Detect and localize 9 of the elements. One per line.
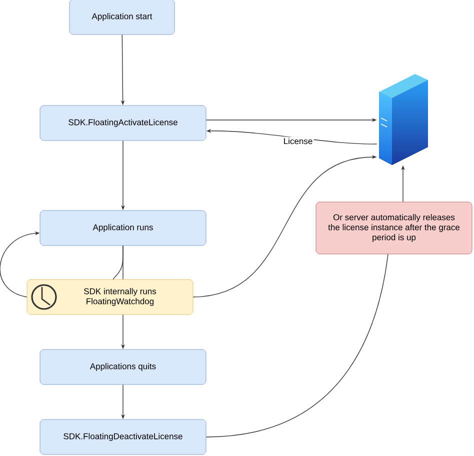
process-box: Application runs	[40, 210, 206, 246]
edge-label: License	[282, 136, 314, 146]
process-box: SDK.FloatingActivateLicense	[40, 105, 206, 141]
process-box: SDK internally runs FloatingWatchdog	[26, 279, 194, 315]
server-drawing	[379, 74, 428, 165]
process-box: Applications quits	[40, 349, 206, 385]
process-box: Application start	[69, 0, 175, 35]
process-box: SDK.FloatingDeactivateLicense	[40, 419, 206, 455]
note-box: Or server automatically releases the license instance after the grace period is up	[316, 202, 472, 254]
